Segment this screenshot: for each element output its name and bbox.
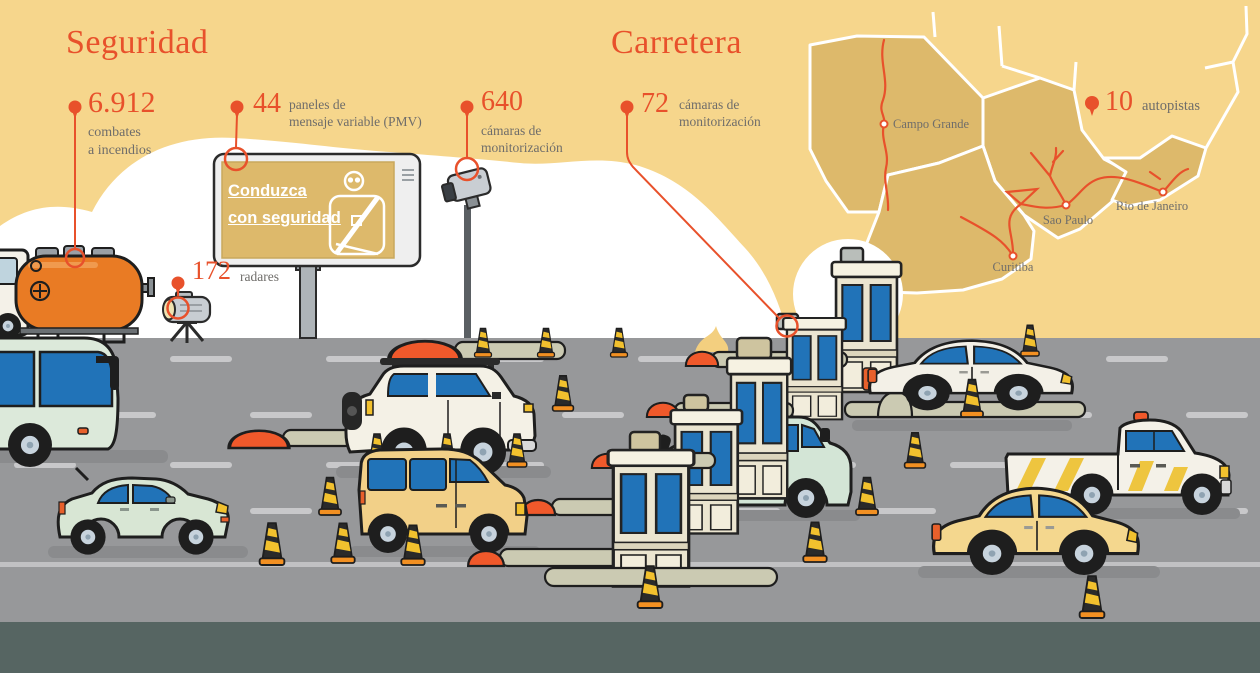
- dust-puff: [695, 326, 729, 352]
- stat-value: 640: [481, 86, 523, 117]
- stat-monitor-cameras: 640 cámaras de monitorización: [481, 88, 563, 157]
- stat-value: 6.912: [88, 86, 156, 119]
- stat-label: combates a incendios: [88, 125, 152, 158]
- stat-label: cámaras de monitorización: [481, 123, 563, 156]
- map-state: [849, 144, 1036, 295]
- billboard-line2: con seguridad: [228, 209, 341, 228]
- roadside-band: [0, 622, 1260, 673]
- section-title-carretera: Carretera: [611, 24, 742, 61]
- toll-booth: [830, 246, 903, 394]
- billboard-pmv: [212, 152, 422, 339]
- toll-booth: [725, 336, 793, 500]
- seatbelt-person-icon: [328, 170, 386, 256]
- city-label-sao-paulo: Sao Paulo: [1043, 213, 1093, 227]
- stat-value: 10: [1105, 86, 1133, 117]
- stat-radars: 172: [192, 258, 231, 284]
- bus: [0, 336, 168, 469]
- lane-island: [227, 428, 355, 450]
- stat-pmv-panels: 44: [253, 90, 281, 118]
- city-label-campo-grande: Campo Grande: [893, 117, 969, 131]
- stat-label-pmv: paneles de mensaje variable (PMV): [289, 97, 422, 130]
- stat-highways: 10: [1105, 88, 1133, 116]
- city-label-curitiba: Curitiba: [993, 260, 1034, 274]
- toll-booth: [606, 430, 696, 589]
- stat-leaders: [64, 113, 799, 338]
- stat-value: 44: [253, 88, 281, 119]
- stat-label-highways: autopistas: [1142, 98, 1200, 114]
- city-dot-campo-grande: [879, 119, 889, 129]
- billboard-vent: [402, 169, 414, 181]
- hazard-stripes: [1016, 458, 1188, 491]
- maintenance-pickup-truck: [1004, 411, 1240, 519]
- map-borders: [931, 5, 1249, 149]
- stat-label-toll-cameras: cámaras de monitorización: [679, 97, 761, 130]
- lane-island: [543, 566, 779, 588]
- tan-sedan-car: [918, 488, 1160, 578]
- city-dot-rio: [1158, 187, 1168, 197]
- map-state: [1102, 134, 1208, 208]
- green-hatchback-car: [48, 466, 248, 558]
- billboard-message: Conduzca con seguridad: [228, 178, 341, 232]
- stat-fire-fights: 6.912 combates a incendios: [88, 88, 156, 160]
- billboard-line1: Conduzca: [228, 182, 307, 200]
- city-dot-sao-paulo: [1061, 200, 1071, 210]
- brazil-map: Campo Grande Sao Paulo Rio de Janeiro Cu…: [808, 5, 1249, 295]
- city-dot-curitiba: [1008, 251, 1018, 261]
- section-title-seguridad: Seguridad: [66, 24, 209, 61]
- white-sedan-car: [852, 341, 1072, 431]
- stat-pins: [68, 96, 1099, 295]
- city-label-rio: Rio de Janeiro: [1116, 199, 1188, 213]
- stat-toll-cameras: 72: [641, 90, 669, 118]
- stat-value: 72: [641, 88, 669, 119]
- stat-label-radars: radares: [240, 269, 279, 284]
- lane-island: [466, 547, 622, 568]
- stat-value: 172: [192, 256, 231, 285]
